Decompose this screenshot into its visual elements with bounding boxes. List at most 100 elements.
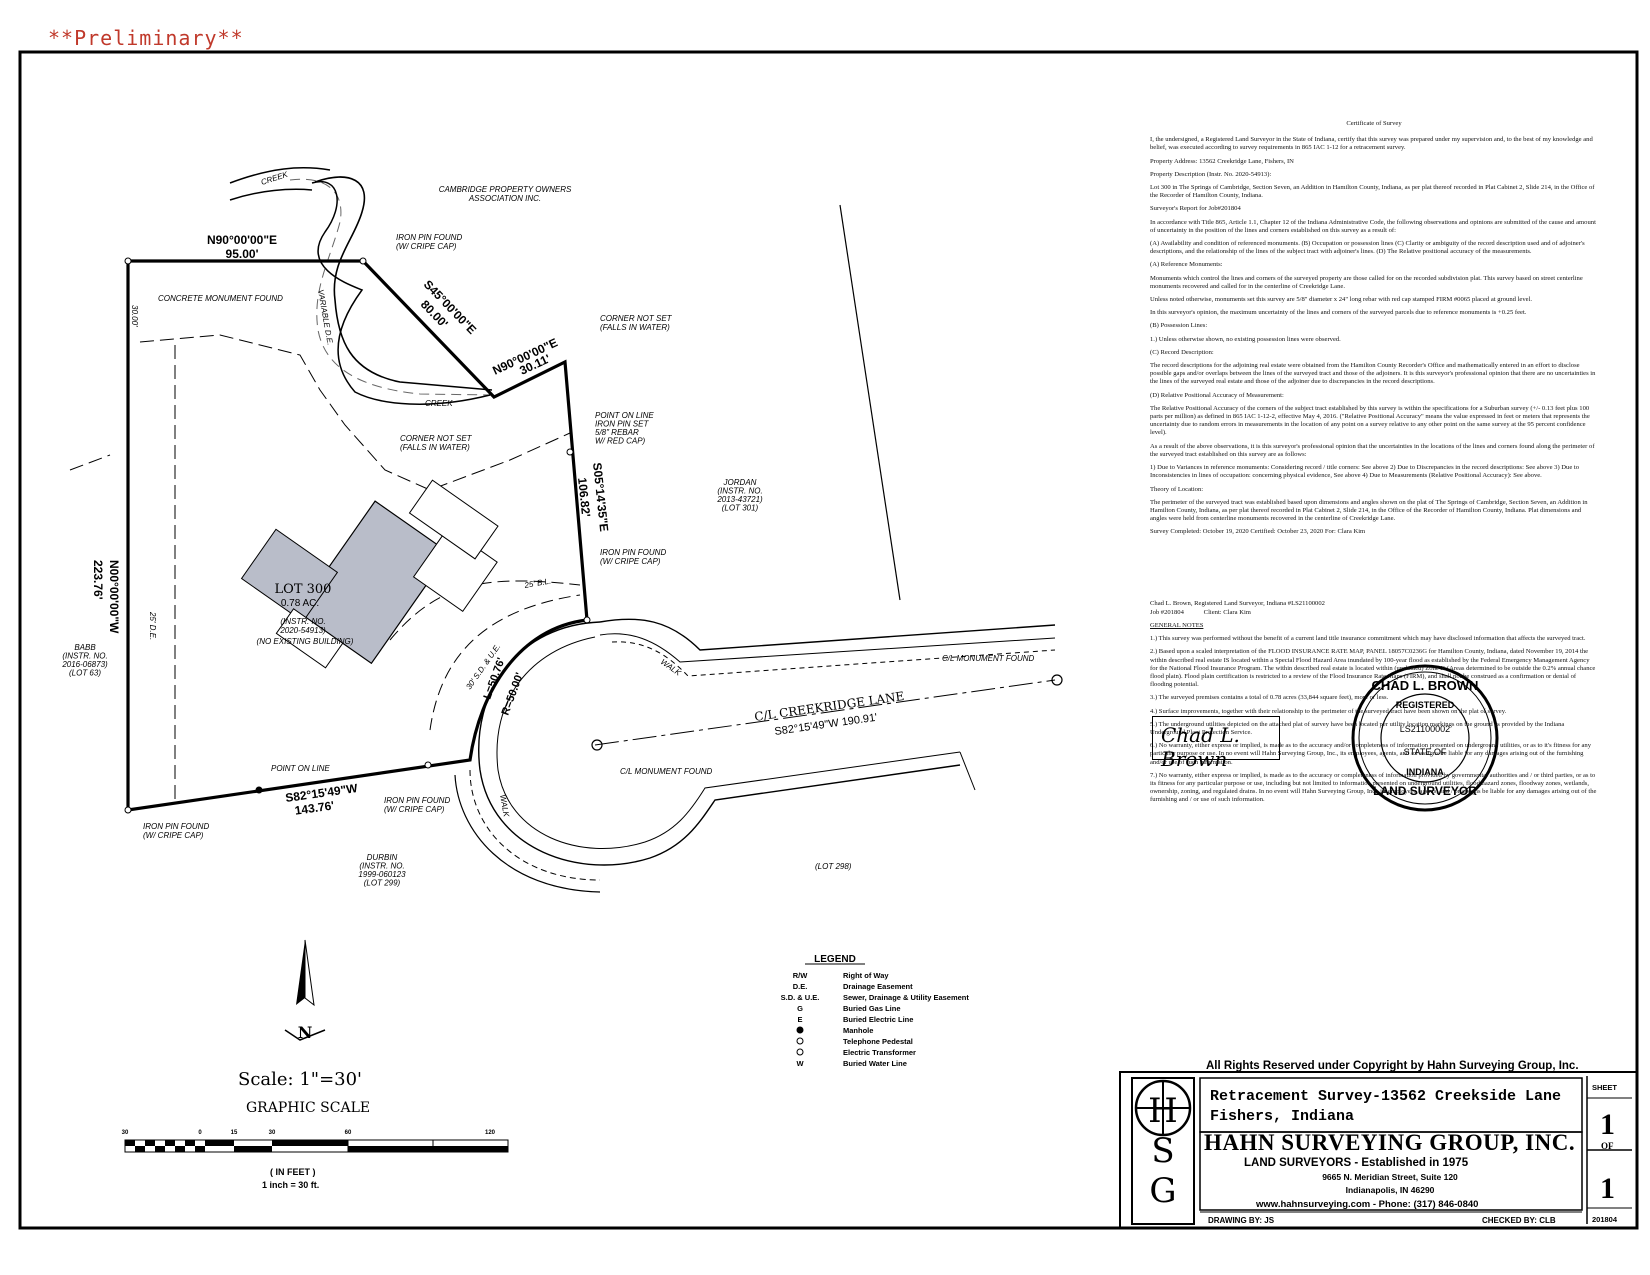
house-garage (240, 528, 339, 623)
left-distance: 223.76' (91, 560, 105, 600)
corner-marker (124, 257, 132, 265)
iron-pin-bottom-mid: IRON PIN FOUND(W/ CRIPE CAP) (384, 796, 450, 814)
legend-item: Right of Way (843, 971, 889, 980)
drawn-by: DRAWING BY: JS (1208, 1216, 1275, 1225)
iron-pin-right: IRON PIN FOUND(W/ CRIPE CAP) (600, 548, 666, 566)
monument-left: C/L MONUMENT FOUND (620, 767, 713, 776)
road-southedge-1 (959, 751, 976, 791)
sheet-label: SHEET (1592, 1083, 1618, 1092)
general-note: 4.) Surface improvements, together with … (1150, 707, 1507, 715)
certificate-body: I, the undersigned, a Registered Land Su… (1150, 136, 1598, 536)
jordan-line-2 (839, 204, 901, 601)
right-distance: 106.82' (575, 477, 593, 518)
lot-instr: (INSTR. NO.2020-54913) (279, 617, 326, 635)
certificate-paragraph: Theory of Location: (1150, 485, 1204, 493)
certificate-paragraph: Monuments which control the lines and co… (1150, 274, 1583, 290)
corner-not-set-left: CORNER NOT SET(FALLS IN WATER) (400, 434, 473, 452)
creek-centerline (289, 178, 493, 396)
lot-area: 0.78 AC. (281, 598, 319, 609)
road-south-cdash (469, 769, 601, 881)
project-title-line1: Retracement Survey-13562 Creekside Lane (1210, 1088, 1562, 1105)
certificate-paragraph: Property Description (Instr. No. 2020-54… (1150, 170, 1272, 178)
creek-bank-a (314, 176, 493, 391)
general-note: 1.) This survey was performed without th… (1150, 635, 1586, 643)
house-porch (275, 608, 344, 669)
sde-line (429, 594, 581, 731)
seal-state-of: STATE OF (1404, 747, 1447, 757)
job-line: Job #201804 Client: Clara Kim (1150, 609, 1598, 617)
copyright-notice: All Rights Reserved under Copyright by H… (1206, 1060, 1579, 1072)
lot-298: (LOT 298) (815, 862, 852, 871)
legend-symbol: G (797, 1004, 803, 1013)
top-bearing: N90°00'00"E (207, 233, 277, 247)
bottom-distance: 143.76' (294, 798, 335, 817)
legend-symbol: E (797, 1015, 802, 1024)
house-footprint (240, 479, 499, 669)
corner-marker (359, 257, 367, 265)
seal-name: CHAD L. BROWN (1372, 678, 1479, 693)
legend-title: LEGEND (814, 954, 856, 965)
centerline (594, 679, 1056, 746)
logo-letter: G (1149, 1171, 1176, 1211)
road-south-1 (454, 774, 601, 893)
road-southedge-2 (960, 765, 978, 800)
cul-de-sac-outer (478, 621, 961, 866)
right-bearing: S05°14'35"E (590, 462, 611, 532)
legend-symbol: R/W (793, 971, 809, 980)
signature-image: Chad L. Brown (1161, 723, 1240, 771)
monument-right: C/L MONUMENT FOUND (942, 654, 1035, 663)
certificate-paragraph: (A) Availability and condition of refere… (1150, 240, 1585, 256)
preliminary-watermark: **Preliminary** (48, 26, 244, 50)
legend-item: Buried Electric Line (843, 1015, 913, 1024)
seal-state: INDIANA (1406, 767, 1444, 777)
de-line-lower (69, 454, 111, 471)
creek-upper-left (229, 167, 331, 184)
general-notes: 1.) This survey was performed without th… (1150, 635, 1598, 804)
scale-tick-label: 15 (231, 1130, 238, 1136)
certificate-paragraph: The perimeter of the surveyed tract was … (1150, 498, 1588, 523)
signature-box: Chad L. Brown (1152, 716, 1280, 771)
corner-marker (124, 806, 132, 814)
general-note: 6.) No warranty, either express or impli… (1150, 742, 1592, 766)
certificate-paragraph: (A) Reference Monuments: (1150, 261, 1223, 269)
company-web-phone: www.hahnsurveying.com - Phone: (317) 846… (1256, 1199, 1479, 1210)
certificate-paragraph: In accordance with Title 865, Article 1.… (1150, 218, 1596, 234)
certificate-paragraph: I, the undersigned, a Registered Land Su… (1150, 136, 1593, 152)
legend-item: Telephone Pedestal (843, 1037, 913, 1046)
certificate-paragraph: Surveyor's Report for Job#201804 (1150, 205, 1241, 213)
logo-letter: S (1151, 1131, 1174, 1171)
project-title-line2: Fishers, Indiana (1210, 1108, 1355, 1125)
job-number: Job #201804 (1150, 608, 1184, 616)
certificate-paragraph: Unless noted otherwise, monuments set th… (1150, 296, 1533, 304)
general-notes-title: GENERAL NOTES (1150, 621, 1204, 629)
checked-by: CHECKED BY: CLB (1482, 1216, 1556, 1225)
certificate-paragraph: Survey Completed: October 19, 2020 Certi… (1150, 528, 1366, 536)
durbin-label: DURBIN(INSTR. NO.1999-060123(LOT 299) (358, 853, 406, 888)
north-letter: N (298, 1023, 313, 1042)
seal-number: LS21100002 (1400, 724, 1450, 734)
right-angled-line (540, 315, 590, 318)
scale-tick-label: 0 (198, 1130, 202, 1136)
general-note: 5.) The underground utilities depicted o… (1150, 720, 1565, 736)
logo-letter: H (1148, 1091, 1178, 1131)
legend-symbol-icon (796, 1026, 804, 1034)
scale-statement: Scale: 1"=30' (238, 1069, 363, 1090)
sheet-of: OF (1601, 1141, 1614, 1151)
variable-de-line (139, 334, 571, 491)
client-name: Client: Clara Kim (1203, 608, 1251, 616)
legend-item: Electric Transformer (843, 1048, 916, 1057)
signer-line: Chad L. Brown, Registered Land Surveyor,… (1150, 599, 1325, 607)
top-distance: 95.00' (226, 247, 259, 261)
certificate-paragraph: The Relative Positional Accuracy of the … (1150, 404, 1590, 437)
legend-symbol: S.D. & U.E. (781, 993, 820, 1002)
walk-bottom: WALK (498, 794, 511, 818)
signature-spacer (1150, 542, 1598, 600)
certificate-paragraph: As a result of the above observations, i… (1150, 442, 1595, 458)
title-block-frame (1119, 1071, 1638, 1229)
legend-item: Buried Water Line (843, 1059, 907, 1068)
